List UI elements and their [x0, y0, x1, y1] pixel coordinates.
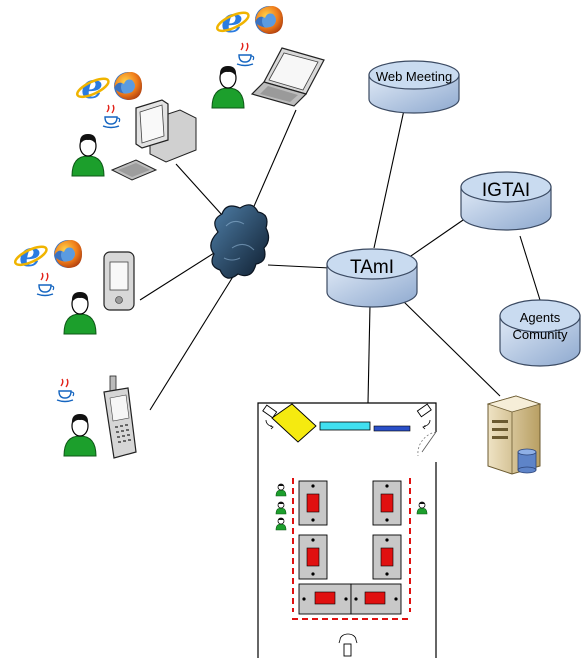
taml-node[interactable]: TAmI: [326, 248, 418, 308]
java-icon: [36, 272, 55, 297]
user-icon: [416, 501, 428, 515]
web-meeting-label: Web Meeting: [376, 69, 452, 84]
door: [417, 431, 438, 462]
whiteboard: [373, 425, 411, 432]
laptop-icon: [250, 47, 325, 107]
connection-lines: [139, 109, 541, 411]
desktop-client[interactable]: [71, 65, 197, 181]
mobile-client[interactable]: [56, 375, 137, 459]
projector-icon: [271, 403, 317, 443]
mobile-phone-icon: [103, 375, 137, 459]
user-icon: [275, 483, 287, 497]
user-icon: [275, 501, 287, 515]
server-icon[interactable]: [486, 395, 542, 475]
classroom-floor-plan[interactable]: [257, 402, 438, 658]
igtai-node[interactable]: IGTAI: [460, 171, 552, 231]
igtai-label: IGTAI: [482, 180, 530, 201]
java-icon: [102, 104, 121, 129]
pda-icon: [103, 251, 135, 311]
table-group: [298, 480, 402, 615]
laptop-client[interactable]: [211, 0, 325, 109]
ie-icon: [73, 65, 113, 109]
user-icon: [71, 133, 105, 177]
web-meeting-node[interactable]: Web Meeting: [368, 60, 460, 114]
agents-comunity-node[interactable]: Agents Comunity: [499, 299, 581, 367]
ie-icon: [11, 233, 51, 277]
user-icon: [63, 291, 97, 335]
camera-icon: [338, 633, 358, 657]
pda-client[interactable]: [11, 233, 135, 335]
firefox-icon: [114, 72, 142, 100]
agents-comunity-label-1: Agents: [520, 310, 561, 325]
user-icon: [275, 517, 287, 531]
camera-icon: [262, 404, 278, 430]
java-icon: [56, 378, 75, 403]
database-icon: [517, 448, 537, 474]
firefox-icon: [54, 240, 82, 268]
user-icon: [211, 65, 245, 109]
microphone-zones: [292, 478, 411, 620]
agents-comunity-label-2: Comunity: [513, 327, 568, 342]
taml-label: TAmI: [350, 257, 394, 278]
firefox-icon: [255, 6, 283, 34]
user-icon: [63, 413, 97, 457]
projection-screen: [319, 421, 371, 431]
ie-icon: [213, 0, 253, 43]
java-icon: [236, 42, 255, 67]
internet-cloud-icon: [210, 204, 270, 279]
camera-icon: [416, 403, 432, 430]
desktop-computer-icon: [110, 99, 197, 181]
